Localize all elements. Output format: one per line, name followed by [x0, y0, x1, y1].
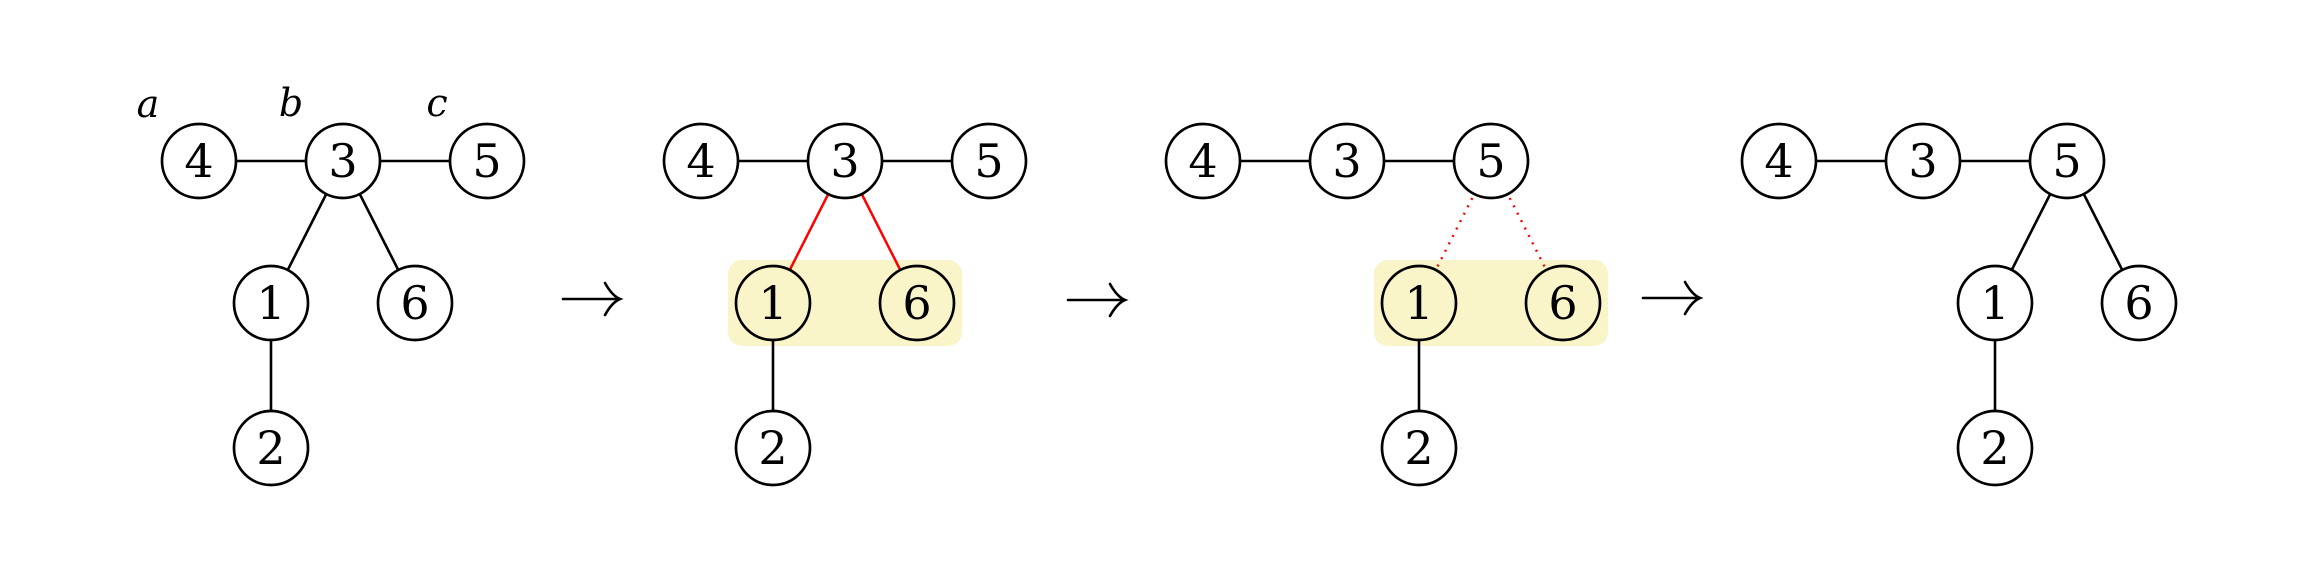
- vertex-4-label: 4: [184, 134, 213, 188]
- vertex-1-label: 1: [256, 276, 285, 330]
- vertex-2-label: 2: [1980, 421, 2009, 475]
- vertex-1-label: 1: [758, 276, 787, 330]
- vertex-4-label: 4: [1764, 134, 1793, 188]
- vertex-3: [806, 122, 884, 200]
- vertex-4: [1164, 122, 1242, 200]
- right-arrow-icon: [1066, 282, 1129, 318]
- vertex-5: [2028, 122, 2106, 200]
- vertex-3-label: 3: [1332, 134, 1361, 188]
- vertex-3-label: 3: [1908, 134, 1937, 188]
- vertex-5: [448, 122, 526, 200]
- panel-step-2: 4 3 5 1 6 2: [662, 122, 1028, 487]
- annotation-b: b: [279, 81, 303, 125]
- right-arrow-icon: [561, 281, 624, 317]
- vertex-6-highlighted: [878, 264, 956, 342]
- panel-step-1: 4 3 5 1 6 2 a b c: [137, 81, 526, 487]
- panel-step-4: 4 3 5 1 6 2: [1740, 122, 2178, 487]
- vertex-3: [1884, 122, 1962, 200]
- vertex-1-highlighted: [734, 264, 812, 342]
- vertex-1: [1956, 264, 2034, 342]
- vertex-3-label: 3: [328, 134, 357, 188]
- panel-step-3: 4 3 5 1 6 2: [1164, 122, 1608, 487]
- vertex-2-label: 2: [1404, 421, 1433, 475]
- vertex-6-highlighted: [1524, 264, 1602, 342]
- vertex-4: [662, 122, 740, 200]
- vertex-3: [304, 122, 382, 200]
- vertex-5: [950, 122, 1028, 200]
- vertex-5: [1452, 122, 1530, 200]
- vertex-5-label: 5: [1476, 134, 1505, 188]
- vertex-1-highlighted: [1380, 264, 1458, 342]
- annotation-a: a: [137, 82, 160, 126]
- vertex-3-label: 3: [830, 134, 859, 188]
- vertex-4: [160, 122, 238, 200]
- vertex-2: [232, 409, 310, 487]
- vertex-2: [1380, 409, 1458, 487]
- vertex-6-label: 6: [1548, 276, 1577, 330]
- vertex-1: [232, 264, 310, 342]
- vertex-4-label: 4: [686, 134, 715, 188]
- vertex-1-label: 1: [1404, 276, 1433, 330]
- vertex-4: [1740, 122, 1818, 200]
- vertex-6: [2100, 264, 2178, 342]
- vertex-3: [1308, 122, 1386, 200]
- vertex-5-label: 5: [472, 134, 501, 188]
- vertex-6-label: 6: [400, 276, 429, 330]
- vertex-5-label: 5: [2052, 134, 2081, 188]
- vertex-6-label: 6: [2124, 276, 2153, 330]
- vertex-2: [1956, 409, 2034, 487]
- vertex-1-label: 1: [1980, 276, 2009, 330]
- vertex-4-label: 4: [1188, 134, 1217, 188]
- vertex-2: [734, 409, 812, 487]
- vertex-5-label: 5: [974, 134, 1003, 188]
- vertex-2-label: 2: [256, 421, 285, 475]
- annotation-c: c: [426, 81, 447, 125]
- vertex-6: [376, 264, 454, 342]
- right-arrow-icon: [1641, 280, 1704, 316]
- vertex-6-label: 6: [902, 276, 931, 330]
- vertex-2-label: 2: [758, 421, 787, 475]
